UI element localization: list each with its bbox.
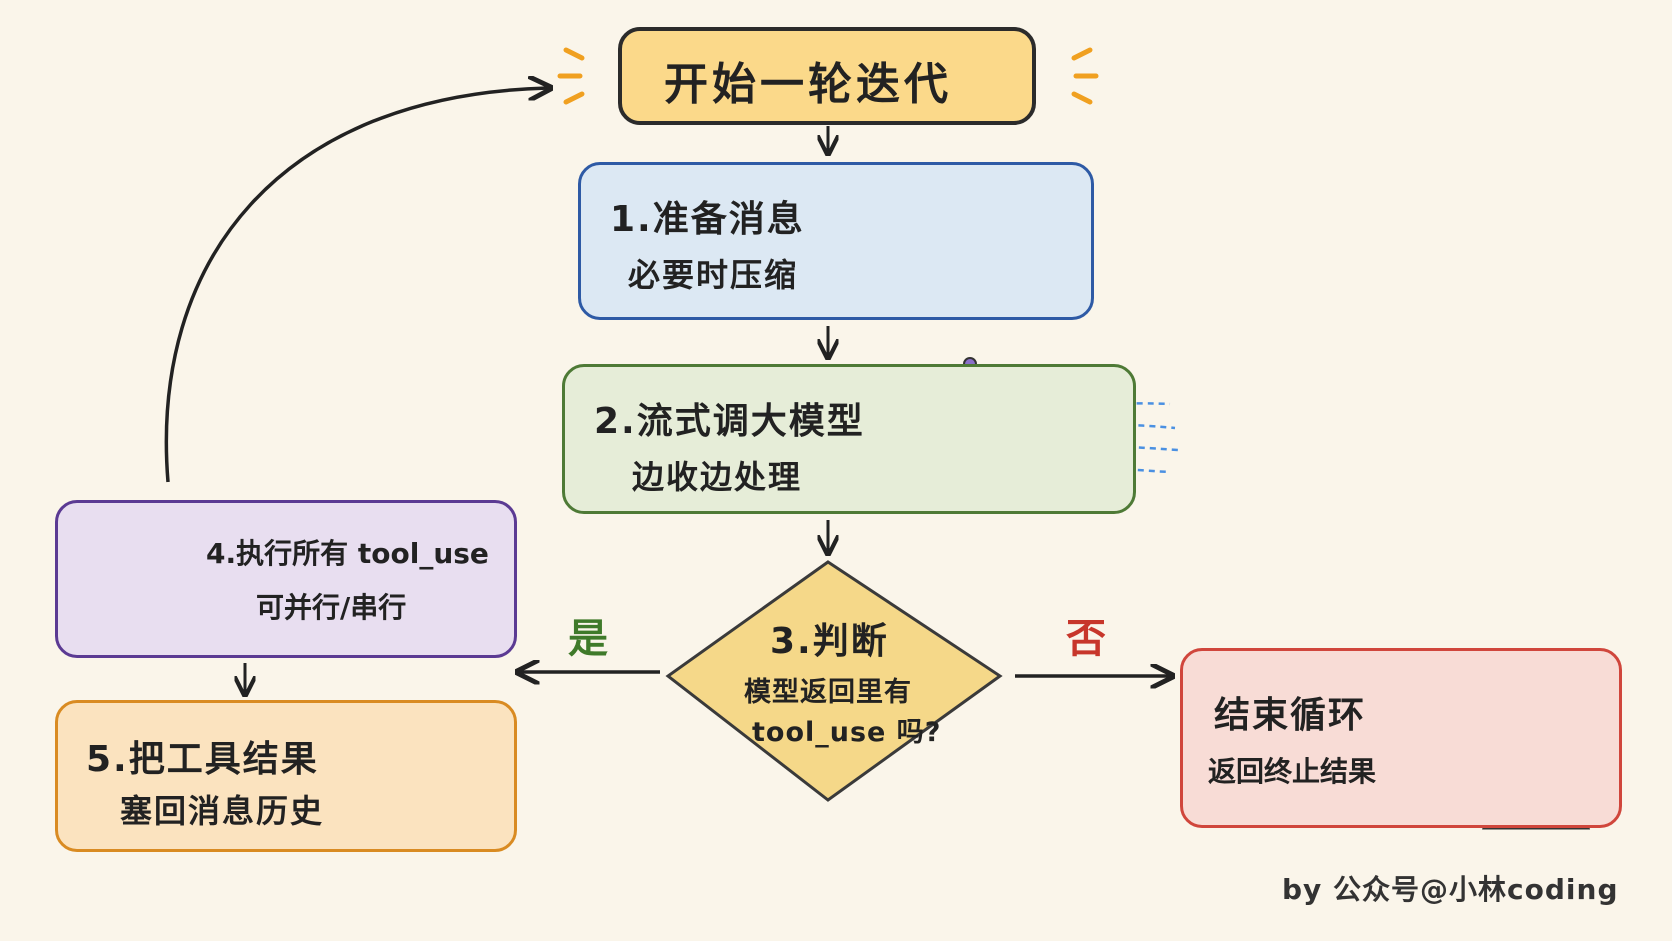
step3-line1: 模型返回里有 [744, 677, 912, 708]
arrow-loop-back [164, 88, 548, 483]
step2-subtitle: 边收边处理 [632, 458, 803, 496]
end-node [1180, 648, 1622, 828]
step4-node [55, 500, 517, 658]
end-title: 结束循环 [1214, 695, 1367, 736]
step1-node [578, 162, 1094, 320]
step1-subtitle: 必要时压缩 [628, 256, 799, 294]
start-node [618, 27, 1036, 125]
end-subtitle: 返回终止结果 [1208, 755, 1377, 788]
step2-node [562, 364, 1136, 514]
step5-subtitle: 塞回消息历史 [120, 792, 325, 830]
step3-line2: tool_use 吗? [752, 717, 942, 748]
start-label: 开始一轮迭代 [664, 59, 952, 110]
step4-title: 4.执行所有 tool_use [206, 537, 489, 570]
step1-title: 1.准备消息 [610, 199, 805, 240]
no-label: 否 [1066, 616, 1106, 662]
yes-label: 是 [568, 616, 608, 662]
credit-text: by 公众号@小林coding [1282, 873, 1619, 906]
step4-subtitle: 可并行/串行 [256, 591, 407, 624]
step2-title: 2.流式调大模型 [594, 401, 865, 442]
step5-title: 5.把工具结果 [86, 739, 319, 780]
step3-title: 3.判断 [770, 621, 889, 662]
step5-node [55, 700, 517, 852]
